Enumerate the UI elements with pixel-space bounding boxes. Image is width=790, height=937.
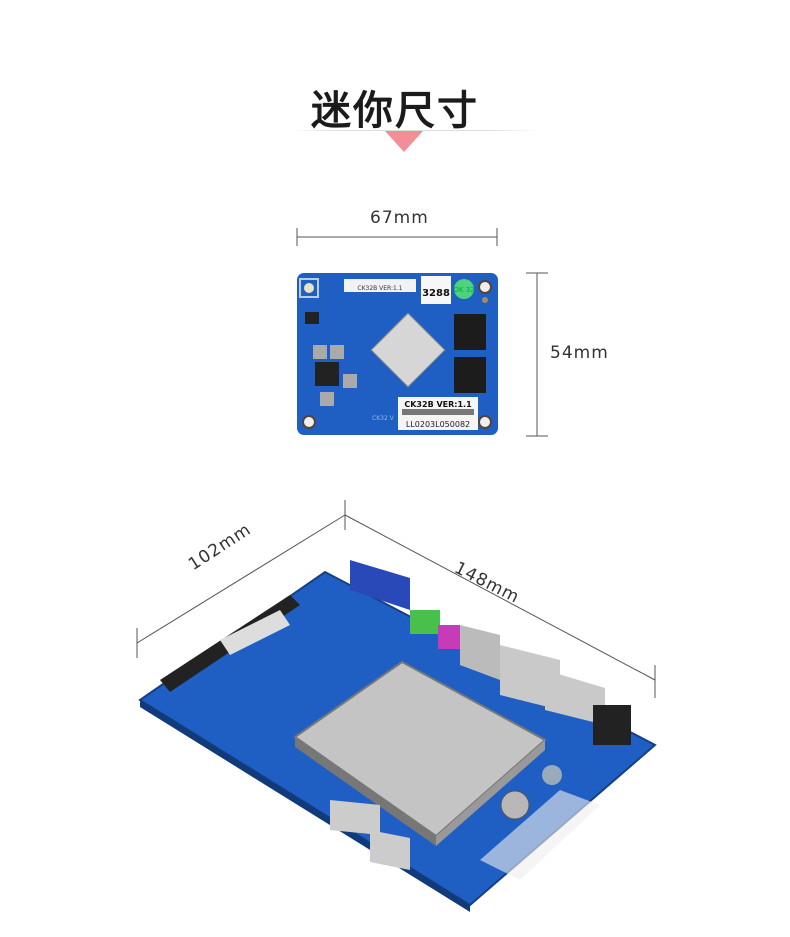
section-title: 迷你尺寸 — [311, 88, 479, 134]
core-board-image — [297, 273, 498, 435]
core-height-label: 54mm — [550, 343, 609, 363]
core-width-label: 67mm — [370, 208, 429, 228]
carrier-board-image — [138, 560, 657, 912]
width-dimension-line — [296, 228, 498, 246]
title-divider — [290, 130, 540, 131]
down-arrow-icon — [385, 131, 423, 152]
chip-label: 3288 — [422, 288, 450, 299]
ok-badge: OK 32 — [453, 286, 474, 294]
carrier-dimension-lines — [136, 500, 656, 698]
core-board-top-label: CK32B VER:1.1 — [357, 285, 402, 292]
sticker-serial: LL0203L050082 — [406, 420, 470, 429]
silk-label: CK32 V — [372, 415, 395, 422]
height-dimension-line — [526, 272, 548, 437]
sticker-title: CK32B VER:1.1 — [404, 400, 472, 409]
